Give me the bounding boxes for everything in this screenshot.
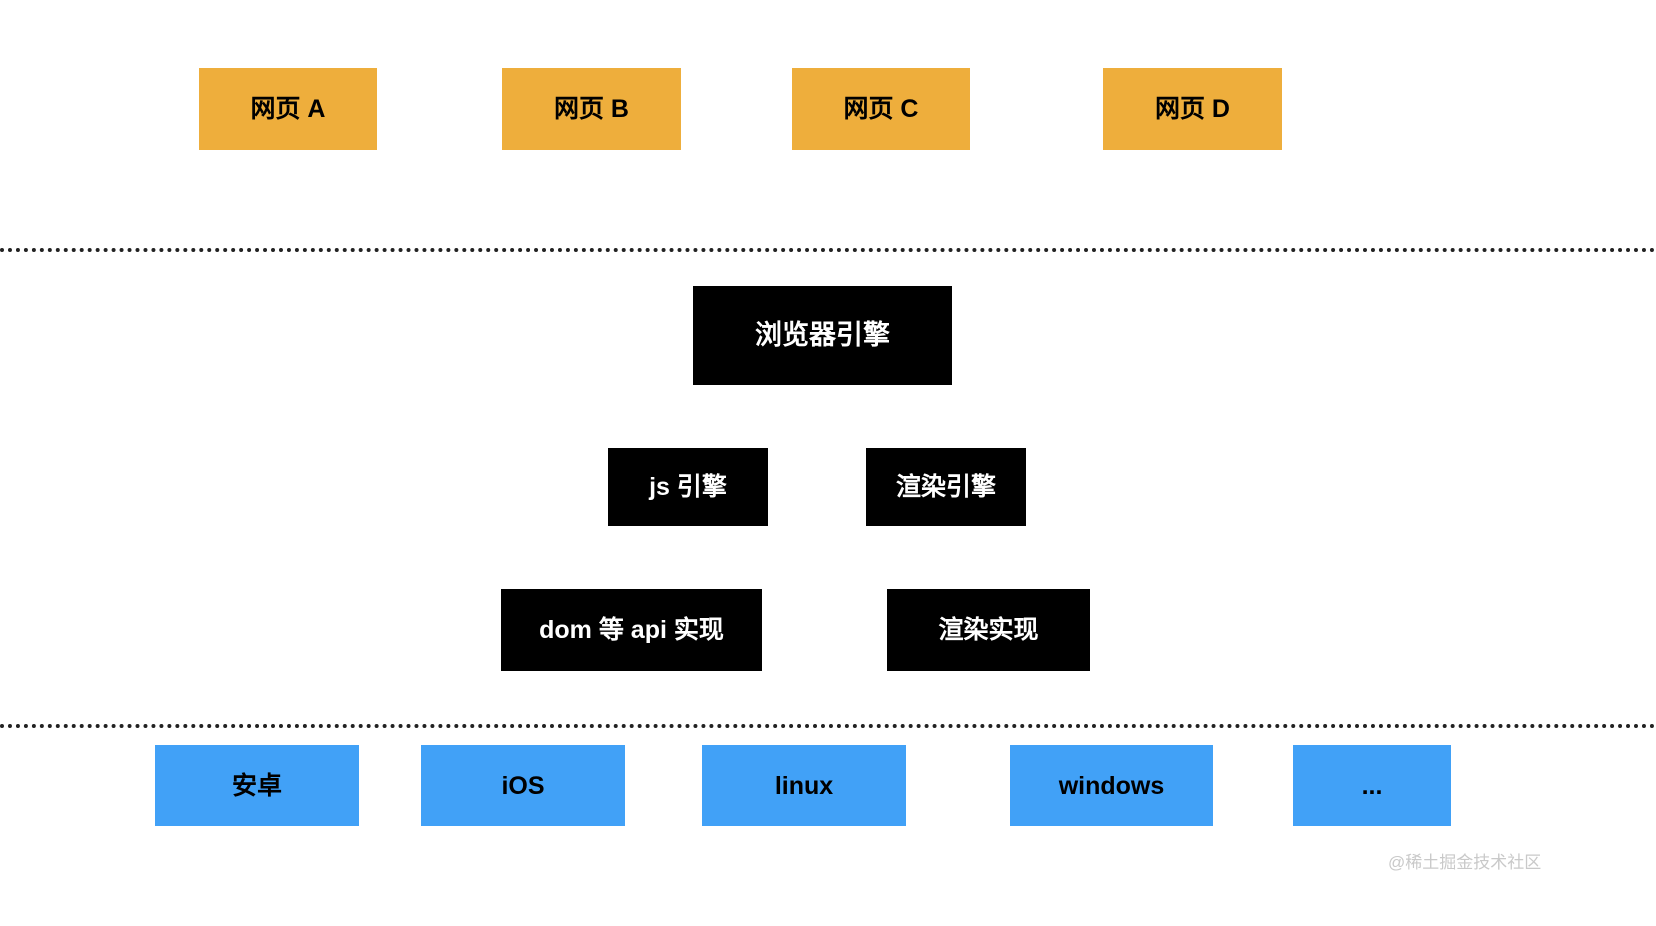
- watermark: @稀土掘金技术社区: [1388, 853, 1542, 872]
- render-engine-box[interactable]: 渲染引擎: [866, 448, 1026, 526]
- page-box-d-label: 网页 D: [1154, 95, 1230, 123]
- os-box-android-label: 安卓: [231, 771, 282, 800]
- page-box-a[interactable]: 网页 A: [199, 68, 377, 150]
- render-impl-box[interactable]: 渲染实现: [887, 589, 1090, 671]
- os-box-windows-label: windows: [1058, 771, 1165, 800]
- os-box-ios-label: iOS: [501, 771, 545, 800]
- pages-engine-divider: [0, 248, 1656, 252]
- browser-engine-label: 浏览器引擎: [755, 320, 890, 351]
- page-box-c-label: 网页 C: [843, 95, 919, 123]
- engine-os-divider: [0, 724, 1656, 728]
- os-box-linux[interactable]: linux: [702, 745, 906, 826]
- render-impl-label: 渲染实现: [938, 616, 1039, 644]
- dom-api-impl-label: dom 等 api 实现: [539, 616, 724, 644]
- page-box-c[interactable]: 网页 C: [792, 68, 970, 150]
- os-box-android[interactable]: 安卓: [155, 745, 359, 826]
- page-box-b[interactable]: 网页 B: [502, 68, 681, 150]
- os-box-linux-label: linux: [774, 771, 834, 800]
- page-box-d[interactable]: 网页 D: [1103, 68, 1282, 150]
- os-box-more-label: ...: [1361, 771, 1383, 800]
- browser-engine-box[interactable]: 浏览器引擎: [693, 286, 952, 385]
- js-engine-label: js 引擎: [649, 473, 727, 501]
- dom-api-impl-box[interactable]: dom 等 api 实现: [501, 589, 762, 671]
- os-box-more[interactable]: ...: [1293, 745, 1451, 826]
- page-box-a-label: 网页 A: [250, 95, 326, 123]
- js-engine-box[interactable]: js 引擎: [608, 448, 768, 526]
- os-box-ios[interactable]: iOS: [421, 745, 625, 826]
- page-box-b-label: 网页 B: [553, 95, 629, 123]
- render-engine-label: 渲染引擎: [895, 473, 996, 501]
- os-box-windows[interactable]: windows: [1010, 745, 1213, 826]
